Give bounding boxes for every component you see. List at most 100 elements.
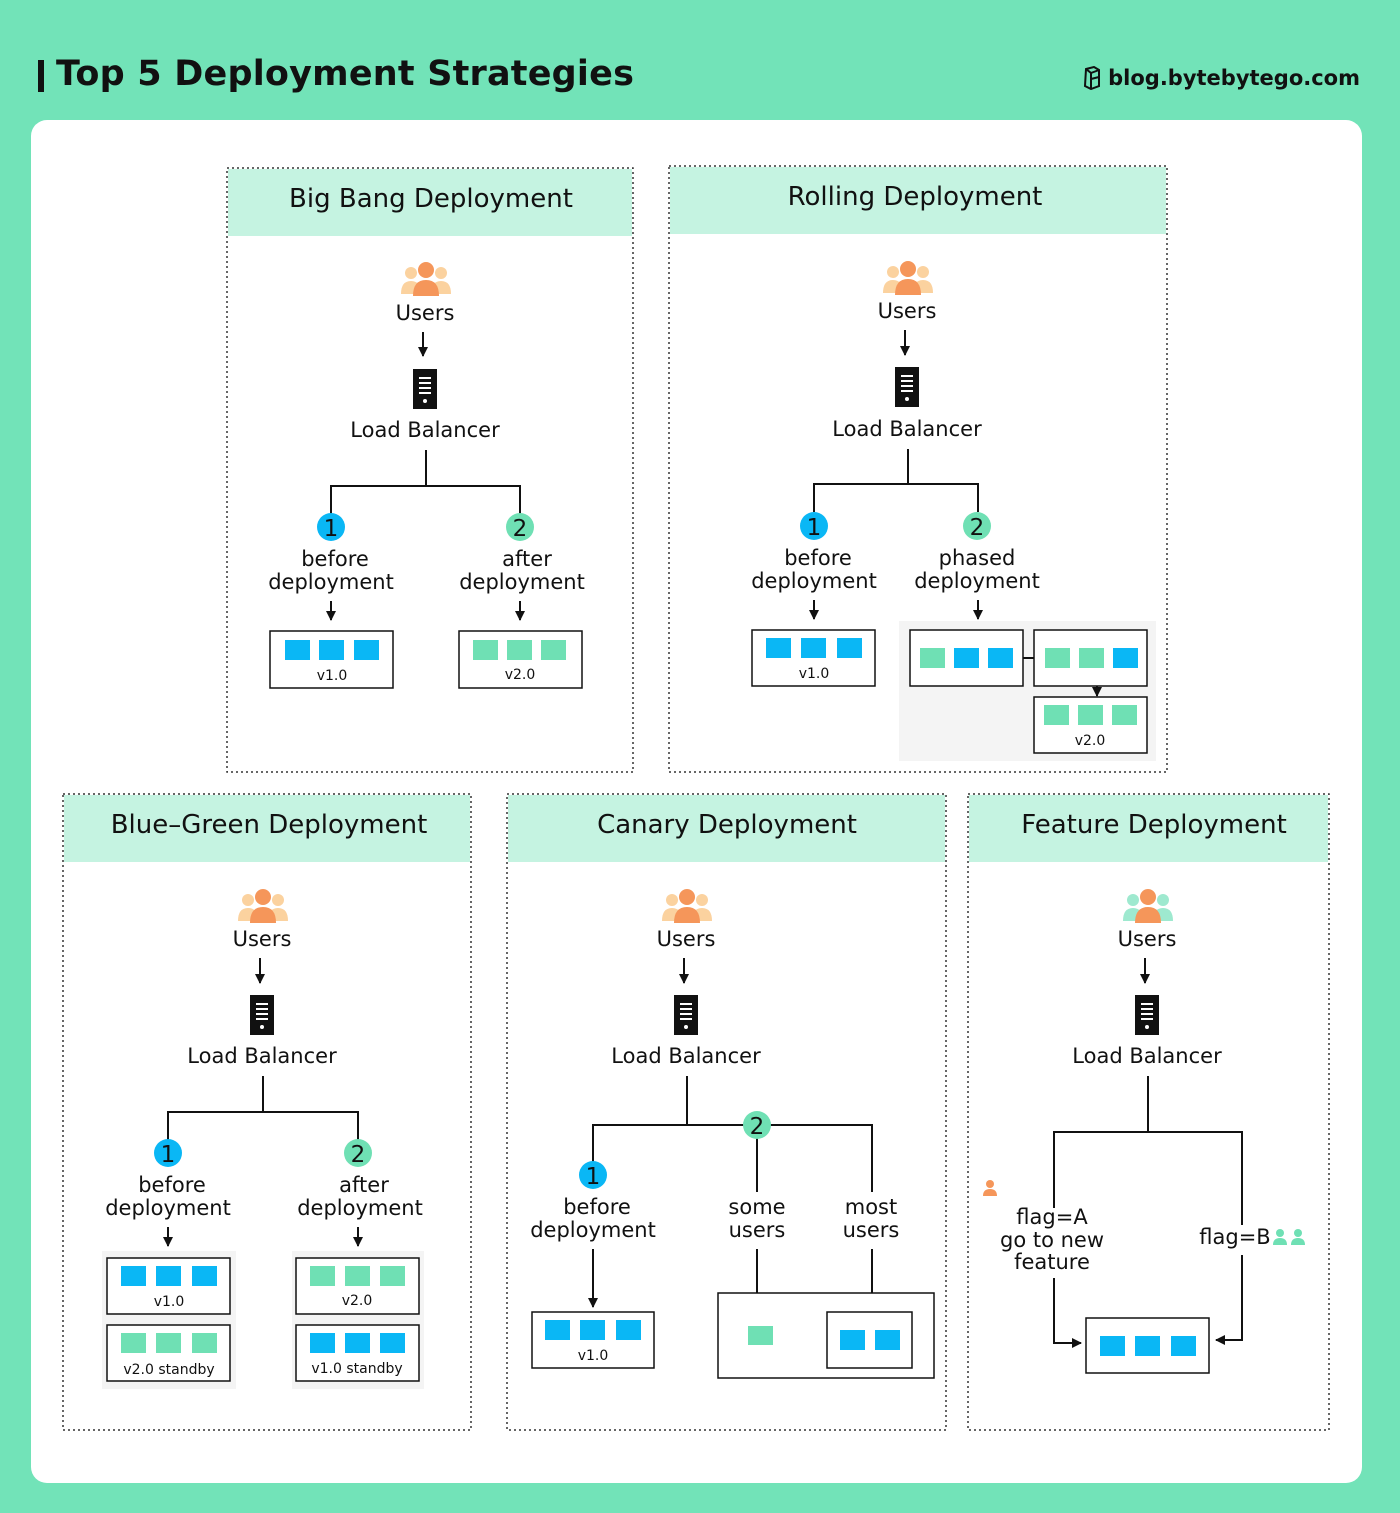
step-number: 2 — [970, 515, 985, 541]
server-group-v1: v1.0 — [531, 1311, 655, 1369]
server — [1135, 1336, 1160, 1356]
connector-line — [167, 1076, 264, 1140]
step-badge-1 — [317, 513, 345, 541]
load-balancer-icon — [1134, 994, 1160, 1036]
step-number: 1 — [161, 1142, 176, 1168]
panel-header — [969, 795, 1328, 862]
step-label: deployment — [105, 1196, 231, 1220]
flag-label: flag=B — [1199, 1225, 1270, 1249]
server-v1 — [156, 1266, 181, 1286]
server-v2 — [1078, 705, 1103, 725]
server-v1 — [801, 638, 826, 658]
step-badge-1 — [579, 1161, 607, 1189]
server-group-v1-standby: v1.0 standby — [295, 1324, 420, 1382]
server-v1 — [875, 1330, 900, 1350]
brand-url: blog.bytebytego.com — [1108, 66, 1360, 90]
panel-title: Canary Deployment — [597, 810, 857, 840]
panel-rolling: Rolling Deployment Users Load Balancer 1… — [668, 165, 1168, 773]
server-v1 — [380, 1333, 405, 1353]
step-label: users — [729, 1218, 786, 1242]
step-label: deployment — [530, 1218, 656, 1242]
step-number: 2 — [351, 1142, 366, 1168]
version-label: v1.0 — [317, 668, 348, 684]
flag-label: go to new — [1000, 1228, 1104, 1252]
step-number: 1 — [807, 515, 822, 541]
step-label: some — [728, 1195, 785, 1219]
load-balancer-icon — [894, 366, 920, 408]
bytebytego-logo-icon — [1084, 66, 1101, 90]
server-v1 — [285, 640, 310, 660]
server-group-v1: v1.0 — [751, 629, 876, 687]
server-group-phase-3: v2.0 — [1033, 696, 1148, 754]
load-balancer-icon — [673, 994, 699, 1036]
step-label: deployment — [751, 569, 877, 593]
step-badge-1 — [800, 512, 828, 540]
version-label: v2.0 — [1075, 733, 1106, 749]
users-label: Users — [233, 927, 292, 951]
server-group-v1: v1.0 — [269, 630, 394, 689]
server-v2 — [156, 1333, 181, 1353]
server-v2 — [192, 1333, 217, 1353]
load-balancer-label: Load Balancer — [187, 1044, 337, 1068]
server-v1 — [766, 638, 791, 658]
connector-line — [426, 485, 521, 514]
step-label: after — [502, 547, 552, 571]
server-group-v2-standby: v2.0 standby — [106, 1324, 231, 1382]
step-badge-2 — [506, 513, 534, 541]
server-v1 — [310, 1333, 335, 1353]
users-label: Users — [878, 299, 937, 323]
step-label: before — [301, 547, 369, 571]
step-label: deployment — [914, 569, 1040, 593]
version-label: v1.0 — [154, 1294, 185, 1310]
brand-link[interactable]: blog.bytebytego.com — [1082, 66, 1360, 90]
server-v2 — [507, 640, 532, 660]
server — [1171, 1336, 1196, 1356]
panel-big-bang: Big Bang Deployment Users Load Balancer … — [226, 167, 634, 773]
version-label: v2.0 — [505, 667, 536, 683]
users-label: Users — [657, 927, 716, 951]
server-v2 — [541, 640, 566, 660]
server-v2 — [1079, 648, 1104, 668]
panel-canary: Canary Deployment Users Load Balancer 2 … — [506, 793, 947, 1431]
server-v2 — [1112, 705, 1137, 725]
server-v1 — [837, 638, 862, 658]
panel-title: Rolling Deployment — [788, 182, 1043, 212]
server-group-phase-2 — [1033, 629, 1148, 687]
server-v2 — [920, 648, 945, 668]
load-balancer-label: Load Balancer — [611, 1044, 761, 1068]
load-balancer-label: Load Balancer — [1072, 1044, 1222, 1068]
step-label: phased — [939, 546, 1016, 570]
step-badge-2 — [344, 1139, 372, 1167]
server-v2 — [473, 640, 498, 660]
load-balancer-icon — [412, 368, 438, 410]
version-label: v2.0 standby — [123, 1362, 214, 1378]
load-balancer-icon — [249, 994, 275, 1036]
server-v1 — [319, 640, 344, 660]
server — [1100, 1336, 1125, 1356]
version-label: v2.0 — [342, 1293, 373, 1309]
server-group-v1-active: v1.0 — [106, 1257, 231, 1315]
server-v1 — [121, 1266, 146, 1286]
server-v2 — [345, 1266, 370, 1286]
server-group-canary — [717, 1292, 935, 1379]
step-label: before — [138, 1173, 206, 1197]
server-v1 — [840, 1330, 865, 1350]
step-badge-2 — [963, 512, 991, 540]
version-label: v1.0 standby — [311, 1361, 402, 1377]
connector-line — [330, 450, 427, 514]
server-v2 — [310, 1266, 335, 1286]
panel-header — [508, 795, 945, 862]
connector-line — [263, 1111, 359, 1140]
server-v1 — [192, 1266, 217, 1286]
server-v1 — [345, 1333, 370, 1353]
server-v2 — [1044, 705, 1069, 725]
step-label: deployment — [268, 570, 394, 594]
load-balancer-label: Load Balancer — [350, 418, 500, 442]
title-bar-accent — [38, 60, 44, 92]
arrow — [1053, 1278, 1082, 1348]
users-label: Users — [396, 301, 455, 325]
step-number: 2 — [513, 516, 528, 542]
flag-label: feature — [1014, 1250, 1090, 1274]
server-v2 — [1045, 648, 1070, 668]
step-number: 1 — [586, 1164, 601, 1190]
